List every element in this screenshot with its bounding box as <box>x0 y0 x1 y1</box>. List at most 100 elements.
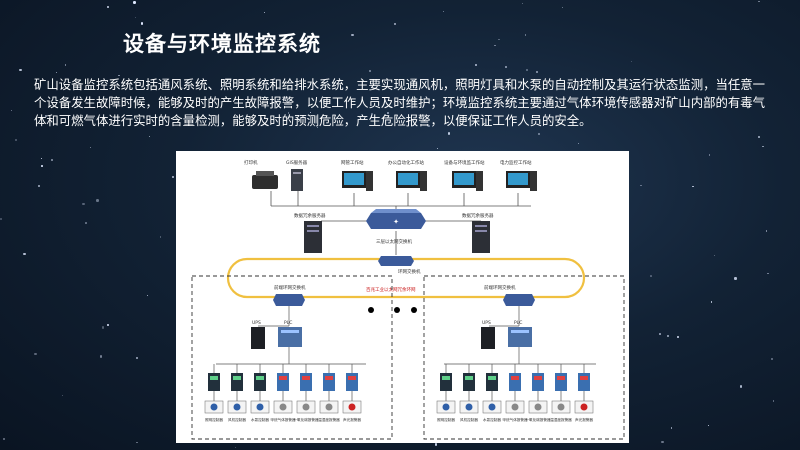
sensor-label: 甲烷气体报警器 <box>502 417 528 422</box>
star <box>734 277 737 280</box>
star <box>40 157 43 160</box>
star <box>61 394 63 396</box>
sensor-device: 水泵控制器 <box>250 364 269 422</box>
star <box>707 424 710 427</box>
sensor-device: 照明控制器 <box>204 364 223 422</box>
star <box>45 115 48 117</box>
star <box>525 69 528 72</box>
star <box>676 336 679 339</box>
page-title: 设备与环境监控系统 <box>123 31 321 56</box>
star <box>661 441 664 444</box>
star <box>640 184 642 186</box>
star <box>0 218 2 220</box>
star <box>772 400 774 402</box>
ring-switch-label: 环网交换机 <box>398 268 421 275</box>
right-server-label: 数据冗余服务器 <box>462 212 494 219</box>
sensor-label: 水泵控制器 <box>251 417 269 422</box>
sensor-label: 一氧化碳报警器 <box>293 417 319 422</box>
ups-icon <box>481 327 495 349</box>
device-label: 网管工作站 <box>341 159 364 166</box>
star <box>10 109 12 112</box>
star <box>370 112 374 115</box>
star <box>494 44 496 46</box>
star <box>323 100 325 102</box>
star <box>82 203 85 206</box>
sensor-label: 声光报警器 <box>343 417 361 422</box>
device-label: 办公自动化工作站 <box>388 159 424 166</box>
star <box>692 185 694 188</box>
star <box>434 443 437 446</box>
star <box>38 184 41 187</box>
sensor-device: 照明控制器 <box>436 364 455 422</box>
star <box>649 275 652 278</box>
star <box>369 70 372 72</box>
sensor-label: 甲烷气体报警器 <box>270 417 296 422</box>
sensor-device: 甲烷气体报警器 <box>270 364 296 422</box>
star <box>522 3 524 5</box>
sensor-label: 水泵控制器 <box>483 417 501 422</box>
star <box>135 441 138 444</box>
description-paragraph: 矿山设备监控系统包括通风系统、照明系统和给排水系统，主要实现通风机，照明灯具和水… <box>34 77 766 128</box>
sensor-device: 一氧化碳报警器 <box>293 364 319 422</box>
star <box>537 132 541 135</box>
star <box>351 33 354 37</box>
star <box>159 236 162 238</box>
ring-switch-icon <box>378 256 414 266</box>
server-icon <box>472 221 490 253</box>
ellipsis-dot <box>368 307 374 313</box>
left-zone <box>191 275 393 440</box>
device-label: GIS服务器 <box>286 159 308 166</box>
sensor-device: 风机控制器 <box>227 364 246 422</box>
star <box>758 0 760 3</box>
printer-icon <box>252 171 278 189</box>
star <box>659 332 662 335</box>
star <box>171 176 174 179</box>
plc-icon <box>278 327 302 347</box>
sensor-device: 水泵控制器 <box>482 364 501 422</box>
network-diagram: 打印机 GIS服务器 网管工作站 办公自动化工作站 设备与环境监工作站 电力监控… <box>176 151 629 443</box>
sensor-label: 风机控制器 <box>460 417 478 422</box>
star <box>303 40 306 43</box>
sensor-device: 风机控制器 <box>459 364 478 422</box>
star <box>713 254 715 256</box>
sensor-device: 一氧化碳报警器 <box>525 364 551 422</box>
sensor-label: 温湿度报警器 <box>318 417 340 422</box>
star <box>134 16 136 18</box>
star <box>146 294 149 296</box>
star <box>65 64 67 66</box>
star <box>630 61 633 63</box>
star <box>309 111 312 114</box>
star <box>739 385 742 388</box>
ring-label: 百兆工业以太网冗余环网 <box>366 286 416 293</box>
star <box>15 138 18 141</box>
star <box>108 100 111 102</box>
star <box>56 72 58 74</box>
star <box>710 301 713 303</box>
star <box>263 12 265 14</box>
zone-switch-icon <box>273 294 305 306</box>
ellipsis-dot <box>411 307 417 313</box>
star <box>497 38 500 41</box>
ups-label: UPS <box>252 320 261 326</box>
star <box>106 5 109 8</box>
star <box>106 324 109 327</box>
star <box>89 147 92 149</box>
sensor-device: 温湿度报警器 <box>550 364 572 422</box>
sensor-device: 声光报警器 <box>574 364 593 422</box>
star <box>85 222 88 225</box>
star <box>317 127 319 129</box>
star <box>287 112 289 114</box>
left-server-label: 数据冗余服务器 <box>294 212 326 219</box>
star <box>271 46 274 50</box>
sensor-label: 温湿度报警器 <box>550 417 572 422</box>
sensor-device: 声光报警器 <box>342 364 361 422</box>
zone-switch-icon <box>503 294 535 306</box>
star <box>536 70 539 73</box>
server-icon <box>304 221 322 253</box>
workstation-icon <box>506 171 537 191</box>
star <box>770 357 774 361</box>
sensor-device: 温湿度报警器 <box>318 364 340 422</box>
star <box>765 230 767 232</box>
ellipsis-dot <box>394 307 400 313</box>
workstation-icon <box>342 171 373 191</box>
